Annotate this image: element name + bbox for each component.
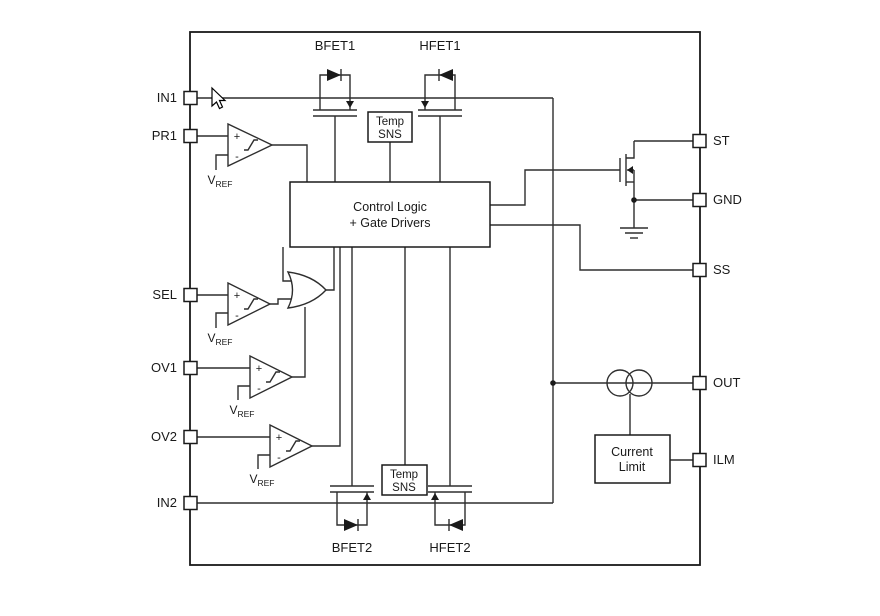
ov2-comparator: + - VREF xyxy=(249,423,314,488)
sel-plus-sign: + xyxy=(234,290,240,302)
hfet1-body-diode xyxy=(438,69,453,81)
st-fet-arrow-icon xyxy=(627,166,633,174)
ov1-vref-label: VREF xyxy=(229,403,254,419)
vref-base: V xyxy=(207,173,215,187)
bfet1-body-diode xyxy=(327,69,342,81)
vref-sub: REF xyxy=(216,179,233,189)
pin-sel-label: SEL xyxy=(152,287,177,302)
control-logic-box xyxy=(289,181,491,248)
pin-gnd-label: GND xyxy=(713,192,742,207)
pin-st xyxy=(692,133,707,149)
vref-base: V xyxy=(229,403,237,417)
bfet2-arrow-icon xyxy=(363,493,371,500)
hfet1-arrow-icon xyxy=(421,101,429,108)
pr1-comparator-body xyxy=(227,122,274,168)
temp-sns-top-label-1: Temp xyxy=(376,116,404,128)
pin-in2 xyxy=(183,495,198,511)
hysteresis-icon xyxy=(286,440,300,452)
or-gate xyxy=(286,271,327,309)
bfet2-body-diode xyxy=(344,519,359,531)
ov1-plus-sign: + xyxy=(256,363,262,375)
ov2-vref-label: VREF xyxy=(249,472,274,488)
ov1-minus-sign: - xyxy=(257,383,261,395)
pr1-plus-sign: + xyxy=(234,131,240,143)
vref-sub: REF xyxy=(258,478,275,488)
temp-sns-bottom-label-1: Temp xyxy=(390,469,418,481)
temp-sns-top-label-2: SNS xyxy=(378,129,402,141)
pin-ilm-label: ILM xyxy=(713,452,735,467)
pin-in1 xyxy=(183,90,198,106)
sel-comparator: + - VREF xyxy=(207,281,272,347)
pin-ilm xyxy=(692,452,707,468)
pin-ss xyxy=(692,262,707,278)
temp-sns-box-top xyxy=(367,111,413,143)
control-logic-block: Control Logic + Gate Drivers xyxy=(289,181,491,248)
pin-ov1 xyxy=(183,360,198,376)
ov2-plus-sign: + xyxy=(276,432,282,444)
pin-ov1-label: OV1 xyxy=(151,360,177,375)
current-limit-block: Current Limit xyxy=(594,434,671,484)
hfet1-label: HFET1 xyxy=(419,38,460,53)
vref-base: V xyxy=(249,472,257,486)
pin-sel xyxy=(183,287,198,303)
vref-sub: REF xyxy=(216,337,233,347)
temp-sns-bottom-label-2: SNS xyxy=(392,482,416,494)
pin-pr1-label: PR1 xyxy=(152,128,177,143)
sel-comparator-body xyxy=(227,281,272,327)
hfet2-label: HFET2 xyxy=(429,540,470,555)
pr1-minus-sign: - xyxy=(235,151,239,163)
control-logic-label-2: + Gate Drivers xyxy=(350,216,431,230)
ov2-comparator-body xyxy=(269,423,314,469)
pin-out xyxy=(692,375,707,391)
bfet1-label: BFET1 xyxy=(315,38,355,53)
hysteresis-icon xyxy=(244,139,258,151)
sel-minus-sign: - xyxy=(235,310,239,322)
pin-st-label: ST xyxy=(713,133,730,148)
vref-sub: REF xyxy=(238,409,255,419)
pin-ov2 xyxy=(183,429,198,445)
pin-out-label: OUT xyxy=(713,375,741,390)
pin-pr1 xyxy=(183,128,198,144)
junction-dot-out xyxy=(550,380,556,386)
pins-left: IN1 PR1 SEL OV1 OV2 IN2 xyxy=(151,90,198,511)
hfet2-body-diode xyxy=(448,519,463,531)
current-limit-label-2: Limit xyxy=(619,460,646,474)
ov1-comparator: + - VREF xyxy=(229,354,294,419)
pin-in2-label: IN2 xyxy=(157,495,177,510)
pin-in1-label: IN1 xyxy=(157,90,177,105)
hysteresis-icon xyxy=(266,371,280,383)
temp-sense-block-top: Temp SNS xyxy=(367,111,413,143)
mouse-cursor xyxy=(211,86,227,110)
current-limit-label-1: Current xyxy=(611,445,653,459)
junction-dot-gnd xyxy=(631,197,637,203)
pin-gnd xyxy=(692,192,707,208)
hysteresis-icon xyxy=(244,298,258,310)
pr1-comparator: + - VREF xyxy=(207,122,274,189)
current-limit-box xyxy=(594,434,671,484)
pin-ss-label: SS xyxy=(713,262,731,277)
ov2-minus-sign: - xyxy=(277,452,281,464)
sel-vref-label: VREF xyxy=(207,331,232,347)
hfet2-arrow-icon xyxy=(431,493,439,500)
ov1-comparator-body xyxy=(249,354,294,400)
pins-right: ST GND SS OUT ILM xyxy=(692,133,742,468)
vref-base: V xyxy=(207,331,215,345)
pin-ov2-label: OV2 xyxy=(151,429,177,444)
control-logic-label-1: Control Logic xyxy=(353,200,427,214)
bfet2-label: BFET2 xyxy=(332,540,372,555)
temp-sense-block-bottom: Temp SNS xyxy=(381,464,428,496)
bfet1-arrow-icon xyxy=(346,101,354,108)
temp-sns-box-bottom xyxy=(381,464,428,496)
current-sense-icon xyxy=(606,369,653,397)
pr1-vref-label: VREF xyxy=(207,173,232,189)
